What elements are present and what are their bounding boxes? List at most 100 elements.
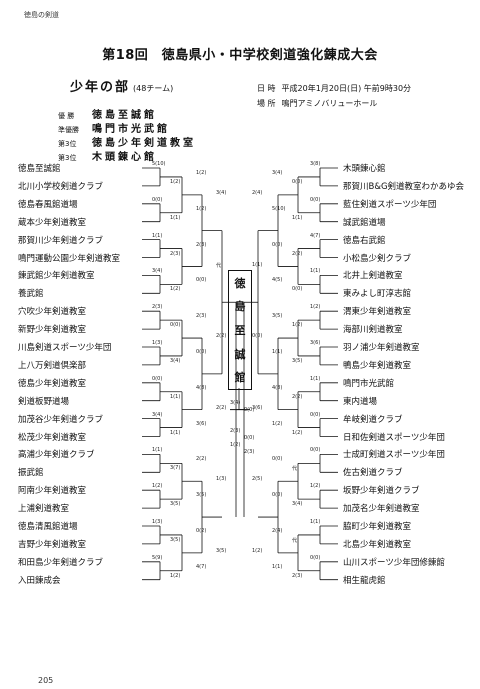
score-label: 1(1): [252, 261, 263, 268]
running-header: 徳島の剣道: [24, 11, 59, 19]
right-bracket-team: 藍住剣道スポーツ少年団: [343, 199, 437, 210]
left-bracket-team: 徳島少年剣道教室: [18, 378, 87, 389]
left-bracket-team: 加茂谷少年剣道クラブ: [18, 414, 104, 425]
score-label: 1(2): [170, 178, 181, 185]
score-label: 0(0): [272, 456, 283, 463]
score-label: 0(0): [196, 349, 207, 355]
award-rank: 優 勝: [58, 112, 75, 120]
right-bracket-team: 士成町剣道スポーツ少年団: [343, 450, 445, 461]
award-rank: 第3位: [58, 154, 77, 162]
award-row: 第3位徳島少年剣道教室: [58, 134, 196, 149]
right-bracket-team: 鴨島少年剣道教室: [343, 360, 412, 371]
left-bracket-team: 徳島春風館道場: [18, 199, 78, 210]
score-label: 2(3): [170, 250, 181, 257]
left-bracket-team: 吉野少年剣道教室: [18, 539, 87, 550]
score-label: 4(8): [196, 384, 207, 391]
score-label: 2(3): [292, 572, 303, 579]
score-label: 1(2): [252, 547, 263, 554]
right-bracket-team: 小松島少剣クラブ: [343, 253, 412, 264]
score-label: 2(3): [196, 313, 207, 320]
right-bracket-team: 北井上剣道教室: [343, 271, 403, 282]
award-rank: 第3位: [58, 140, 77, 148]
right-bracket-team: 坂野少年剣道クラブ: [343, 486, 420, 497]
score-label: 3(4): [152, 268, 163, 275]
right-bracket-team: 北島少年剣道教室: [343, 539, 412, 550]
right-bracket-team: 日和佐剣道スポーツ少年団: [343, 432, 445, 443]
left-bracket-team: 新野少年剣道教室: [18, 325, 87, 336]
left-bracket-team: 川島剣道スポーツ少年団: [18, 343, 112, 353]
left-bracket-team: 北川小学校剣道クラブ: [18, 181, 104, 192]
score-label: 3(4): [272, 170, 283, 176]
score-label: 0(0): [244, 407, 255, 413]
score-label: 3(5): [170, 536, 181, 543]
score-label: 0(0): [170, 322, 181, 329]
right-bracket-team: 佐古剣道クラブ: [343, 468, 403, 479]
score-label: 2(2): [196, 456, 207, 463]
left-bracket-team: 上八万剣道倶楽部: [18, 360, 87, 371]
score-label: 3(4): [170, 357, 181, 364]
score-label: 0(0): [310, 447, 321, 454]
score-label: 3(6): [310, 340, 321, 346]
score-label: 1(2): [196, 205, 207, 212]
score-label: 0(0): [292, 286, 303, 293]
right-bracket-team: 脇町少年剣道教室: [343, 522, 412, 532]
score-label: 1(2): [170, 572, 181, 579]
left-bracket-team: 振武館: [18, 468, 44, 479]
right-bracket-team: 相生龍虎館: [343, 575, 386, 586]
score-label: 1(3): [152, 519, 163, 525]
right-bracket-team: 東内道場: [343, 396, 378, 407]
left-bracket-team: 松茂少年剣道教室: [18, 432, 87, 443]
right-bracket-team: 木頭錬心館: [343, 164, 386, 174]
score-label: 3(8): [310, 161, 321, 167]
score-label: 0(0): [152, 375, 163, 382]
score-label: 2(3): [230, 428, 241, 434]
left-bracket-team: 養武館: [18, 289, 44, 300]
award-team: 木頭錬心館: [92, 152, 157, 163]
left-bracket-team: 鳴門運動公園少年剣道教室: [18, 253, 121, 264]
score-label: 4(7): [310, 232, 321, 239]
score-label: 3(4): [292, 501, 303, 508]
score-label: 2(2): [292, 393, 303, 400]
left-bracket-team: 錬武館少年剣道教室: [18, 271, 95, 282]
score-label: 3(4): [152, 411, 163, 418]
left-bracket-team: 上浦剣道教室: [18, 504, 70, 515]
score-label: 1(1): [170, 214, 181, 221]
score-label: 2(2): [216, 404, 227, 411]
right-bracket-team: 山川スポーツ少年団修錬館: [343, 557, 445, 568]
score-label: 3(4): [230, 400, 241, 406]
event-venue: 場 所鳴門アミノバリューホール: [257, 98, 377, 109]
right-bracket-team: 那賀川B&G剣道教室わかあゆ会: [343, 181, 465, 192]
score-label: 4(5): [272, 277, 283, 284]
score-label: 0(0): [272, 492, 283, 499]
left-bracket-team: 阿南少年剣道教室: [18, 486, 87, 497]
right-bracket-team: 徳島右武館: [343, 235, 386, 246]
score-label: 2(2): [292, 250, 303, 257]
right-bracket-team: 海部川剣道教室: [343, 325, 403, 336]
score-label: 0(0): [272, 241, 283, 248]
left-bracket-team: 蔵本少年剣道教室: [18, 217, 87, 228]
score-label: 1(3): [216, 476, 227, 483]
score-label: 1(1): [310, 375, 321, 382]
left-bracket-team: 高浦少年剣道クラブ: [18, 450, 95, 461]
score-label: 0(2): [196, 528, 207, 534]
score-label: 2(4): [272, 528, 283, 534]
score-label: 0(0): [244, 435, 255, 441]
score-label: 0(0): [310, 554, 321, 561]
score-label: 4(7): [196, 563, 207, 570]
right-bracket-team: 誠武館道場: [343, 217, 386, 228]
score-label: 代: [216, 262, 222, 269]
score-label: 1(2): [310, 304, 321, 311]
score-label: 1(2): [170, 286, 181, 293]
score-label: 1(1): [292, 214, 303, 221]
score-label: 0(0): [152, 196, 163, 203]
score-label: 3(5): [292, 357, 303, 364]
score-label: 2(3): [152, 304, 163, 311]
score-label: 1(1): [152, 232, 163, 239]
score-label: 1(1): [170, 393, 181, 400]
score-label: 1(2): [152, 483, 163, 490]
award-row: 準優勝鳴門市光武館: [58, 120, 170, 135]
event-date: 日 時平成20年1月20日(日) 午前9時30分: [257, 83, 411, 94]
score-label: 1(1): [170, 429, 181, 436]
team-count: (48チーム): [133, 84, 174, 93]
score-label: 2(4): [252, 189, 263, 196]
